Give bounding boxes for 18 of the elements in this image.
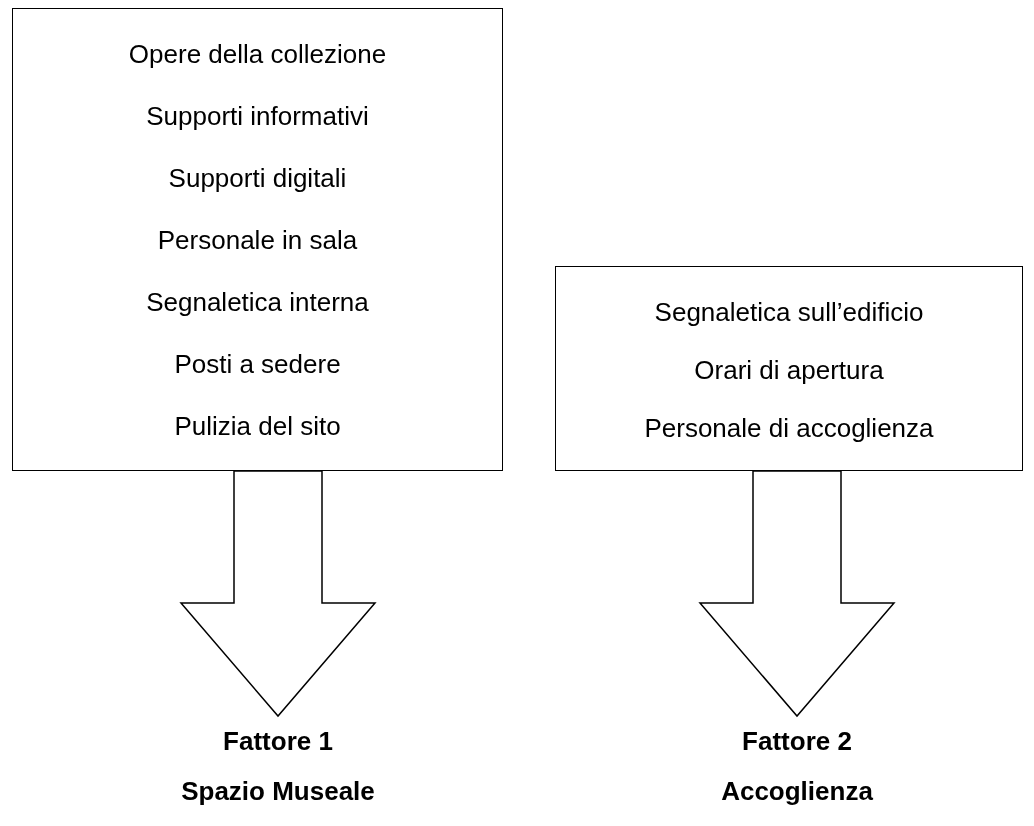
list-item: Pulizia del sito	[174, 410, 341, 443]
block-arrow	[698, 470, 896, 718]
factor-name: Accoglienza	[721, 775, 873, 808]
list-box	[12, 8, 503, 471]
factor-title: Fattore 1	[223, 725, 333, 758]
block-arrow	[179, 470, 377, 718]
list-item: Supporti informativi	[146, 100, 369, 133]
factor-name: Spazio Museale	[181, 775, 375, 808]
list-item: Supporti digitali	[168, 162, 347, 195]
list-box	[555, 266, 1023, 471]
list-item: Orari di apertura	[694, 354, 884, 387]
list-item: Segnaletica sull’edificio	[654, 296, 924, 329]
list-item: Personale di accoglienza	[644, 412, 934, 445]
list-item: Posti a sedere	[174, 348, 341, 381]
list-item: Segnaletica interna	[146, 286, 369, 319]
list-item: Opere della collezione	[128, 38, 387, 71]
list-item: Personale in sala	[157, 224, 358, 257]
factor-title: Fattore 2	[742, 725, 852, 758]
